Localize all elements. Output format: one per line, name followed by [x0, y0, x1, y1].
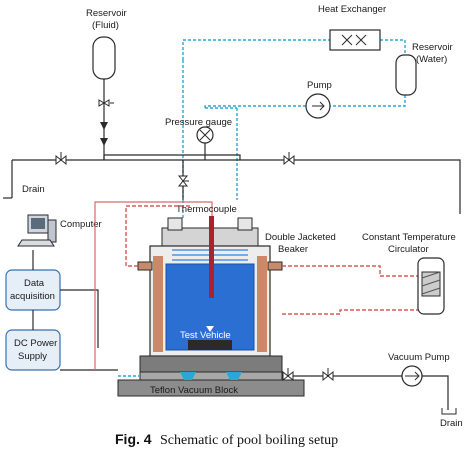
- valves-main: [55, 152, 295, 187]
- double-jacketed-beaker: Thermocouple Double Jacketed Beaker Test…: [137, 204, 336, 357]
- reservoir-water-label-1: Reservoir: [412, 42, 453, 53]
- pump-label: Pump: [307, 80, 332, 91]
- arrow-down-icon: [100, 138, 108, 146]
- pump: Pump: [305, 80, 332, 119]
- reservoir-water: Reservoir (Water): [395, 42, 453, 96]
- circulator-loop-dashed: [125, 205, 418, 315]
- vacuum-pump-label: Vacuum Pump: [388, 352, 450, 363]
- valve-icon: [98, 99, 110, 107]
- main-pipe: [11, 154, 461, 214]
- data-acq-label-2: acquisition: [10, 291, 55, 302]
- teflon-vacuum-block: Teflon Vacuum Block: [117, 355, 305, 397]
- drain-left-label: Drain: [22, 184, 45, 195]
- computer-label: Computer: [60, 219, 102, 230]
- arrow-down-icon: [100, 122, 108, 130]
- data-acquisition: Data acquisition: [5, 250, 99, 348]
- reservoir-fluid-label-1: Reservoir: [86, 8, 127, 19]
- data-acq-label-1: Data: [24, 278, 45, 289]
- teflon-block-label: Teflon Vacuum Block: [150, 385, 238, 396]
- caption-text: Schematic of pool boiling setup: [160, 433, 338, 448]
- reservoir-fluid-label-2: (Fluid): [92, 20, 119, 31]
- circulator-label-2: Circulator: [388, 244, 429, 255]
- caption-prefix: Fig. 4: [115, 431, 152, 447]
- heat-exchanger: Heat Exchanger: [318, 4, 386, 51]
- reservoir-fluid: Reservoir (Fluid): [86, 8, 127, 160]
- drain-left: Drain: [3, 184, 45, 199]
- constant-temperature-circulator: Constant Temperature Circulator: [362, 232, 456, 315]
- figure-caption: Fig. 4 Schematic of pool boiling setup: [115, 431, 338, 448]
- reservoir-fluid-tank: [92, 36, 116, 80]
- heat-exchanger-label: Heat Exchanger: [318, 4, 386, 15]
- reservoir-water-label-2: (Water): [416, 54, 447, 65]
- thermocouple-rod: [209, 216, 214, 298]
- test-vehicle-label: Test Vehicle: [180, 330, 231, 341]
- vacuum-pump: Vacuum Pump Drain: [388, 352, 463, 429]
- vacuum-line: [118, 368, 412, 382]
- circulator-label-1: Constant Temperature: [362, 232, 456, 243]
- dc-power-label-1: DC Power: [14, 338, 57, 349]
- svg-text:Fig. 4 Schematic of pool: Fig. 4 Schematic of pool boiling setup: [115, 431, 338, 448]
- pressure-gauge-label: Pressure gauge: [165, 117, 232, 128]
- drain-right-label: Drain: [440, 418, 463, 429]
- beaker-label-2: Beaker: [278, 244, 308, 255]
- beaker-label-1: Double Jacketed: [265, 232, 336, 243]
- dc-power-supply: DC Power Supply: [5, 310, 118, 371]
- water-loop-dashed: [182, 39, 406, 220]
- computer: Computer: [17, 214, 102, 247]
- thermocouple-label: Thermocouple: [176, 204, 237, 215]
- pressure-gauge: Pressure gauge: [165, 117, 232, 160]
- dc-power-label-2: Supply: [18, 351, 47, 362]
